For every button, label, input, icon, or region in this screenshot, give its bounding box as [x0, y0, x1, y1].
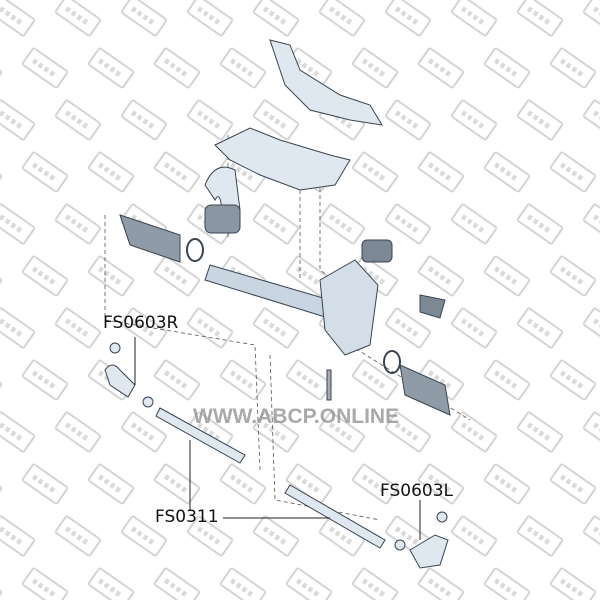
bolt [326, 369, 332, 401]
left-boot [119, 214, 181, 263]
nut [394, 539, 406, 551]
sensor [419, 294, 446, 319]
mount-clamp [204, 166, 241, 211]
part-label-fs0603l[interactable]: FS0603L [380, 481, 454, 501]
inner-tie-rod-lower [284, 484, 386, 549]
site-watermark: WWW.ABCP.ONLINE [193, 405, 400, 428]
outer-tie-rod-left [409, 534, 449, 569]
upper-heat-shield [269, 39, 383, 126]
outer-tie-rod-right [104, 364, 136, 398]
steering-valve [319, 259, 379, 356]
nut [109, 342, 121, 354]
part-label-fs0603r[interactable]: FS0603R [103, 313, 179, 333]
nut [142, 396, 154, 408]
nut [436, 511, 448, 523]
rubber-bushing [204, 204, 241, 234]
pinion-insulator [361, 239, 393, 263]
seal-ring [383, 350, 401, 374]
lower-heat-shield [214, 127, 351, 191]
inner-tie-rod-upper [155, 407, 246, 464]
rack-housing [204, 264, 336, 321]
leader-lines [134, 337, 421, 540]
right-boot [399, 364, 451, 416]
part-label-fs0311[interactable]: FS0311 [155, 507, 219, 527]
seal-ring [186, 238, 204, 262]
